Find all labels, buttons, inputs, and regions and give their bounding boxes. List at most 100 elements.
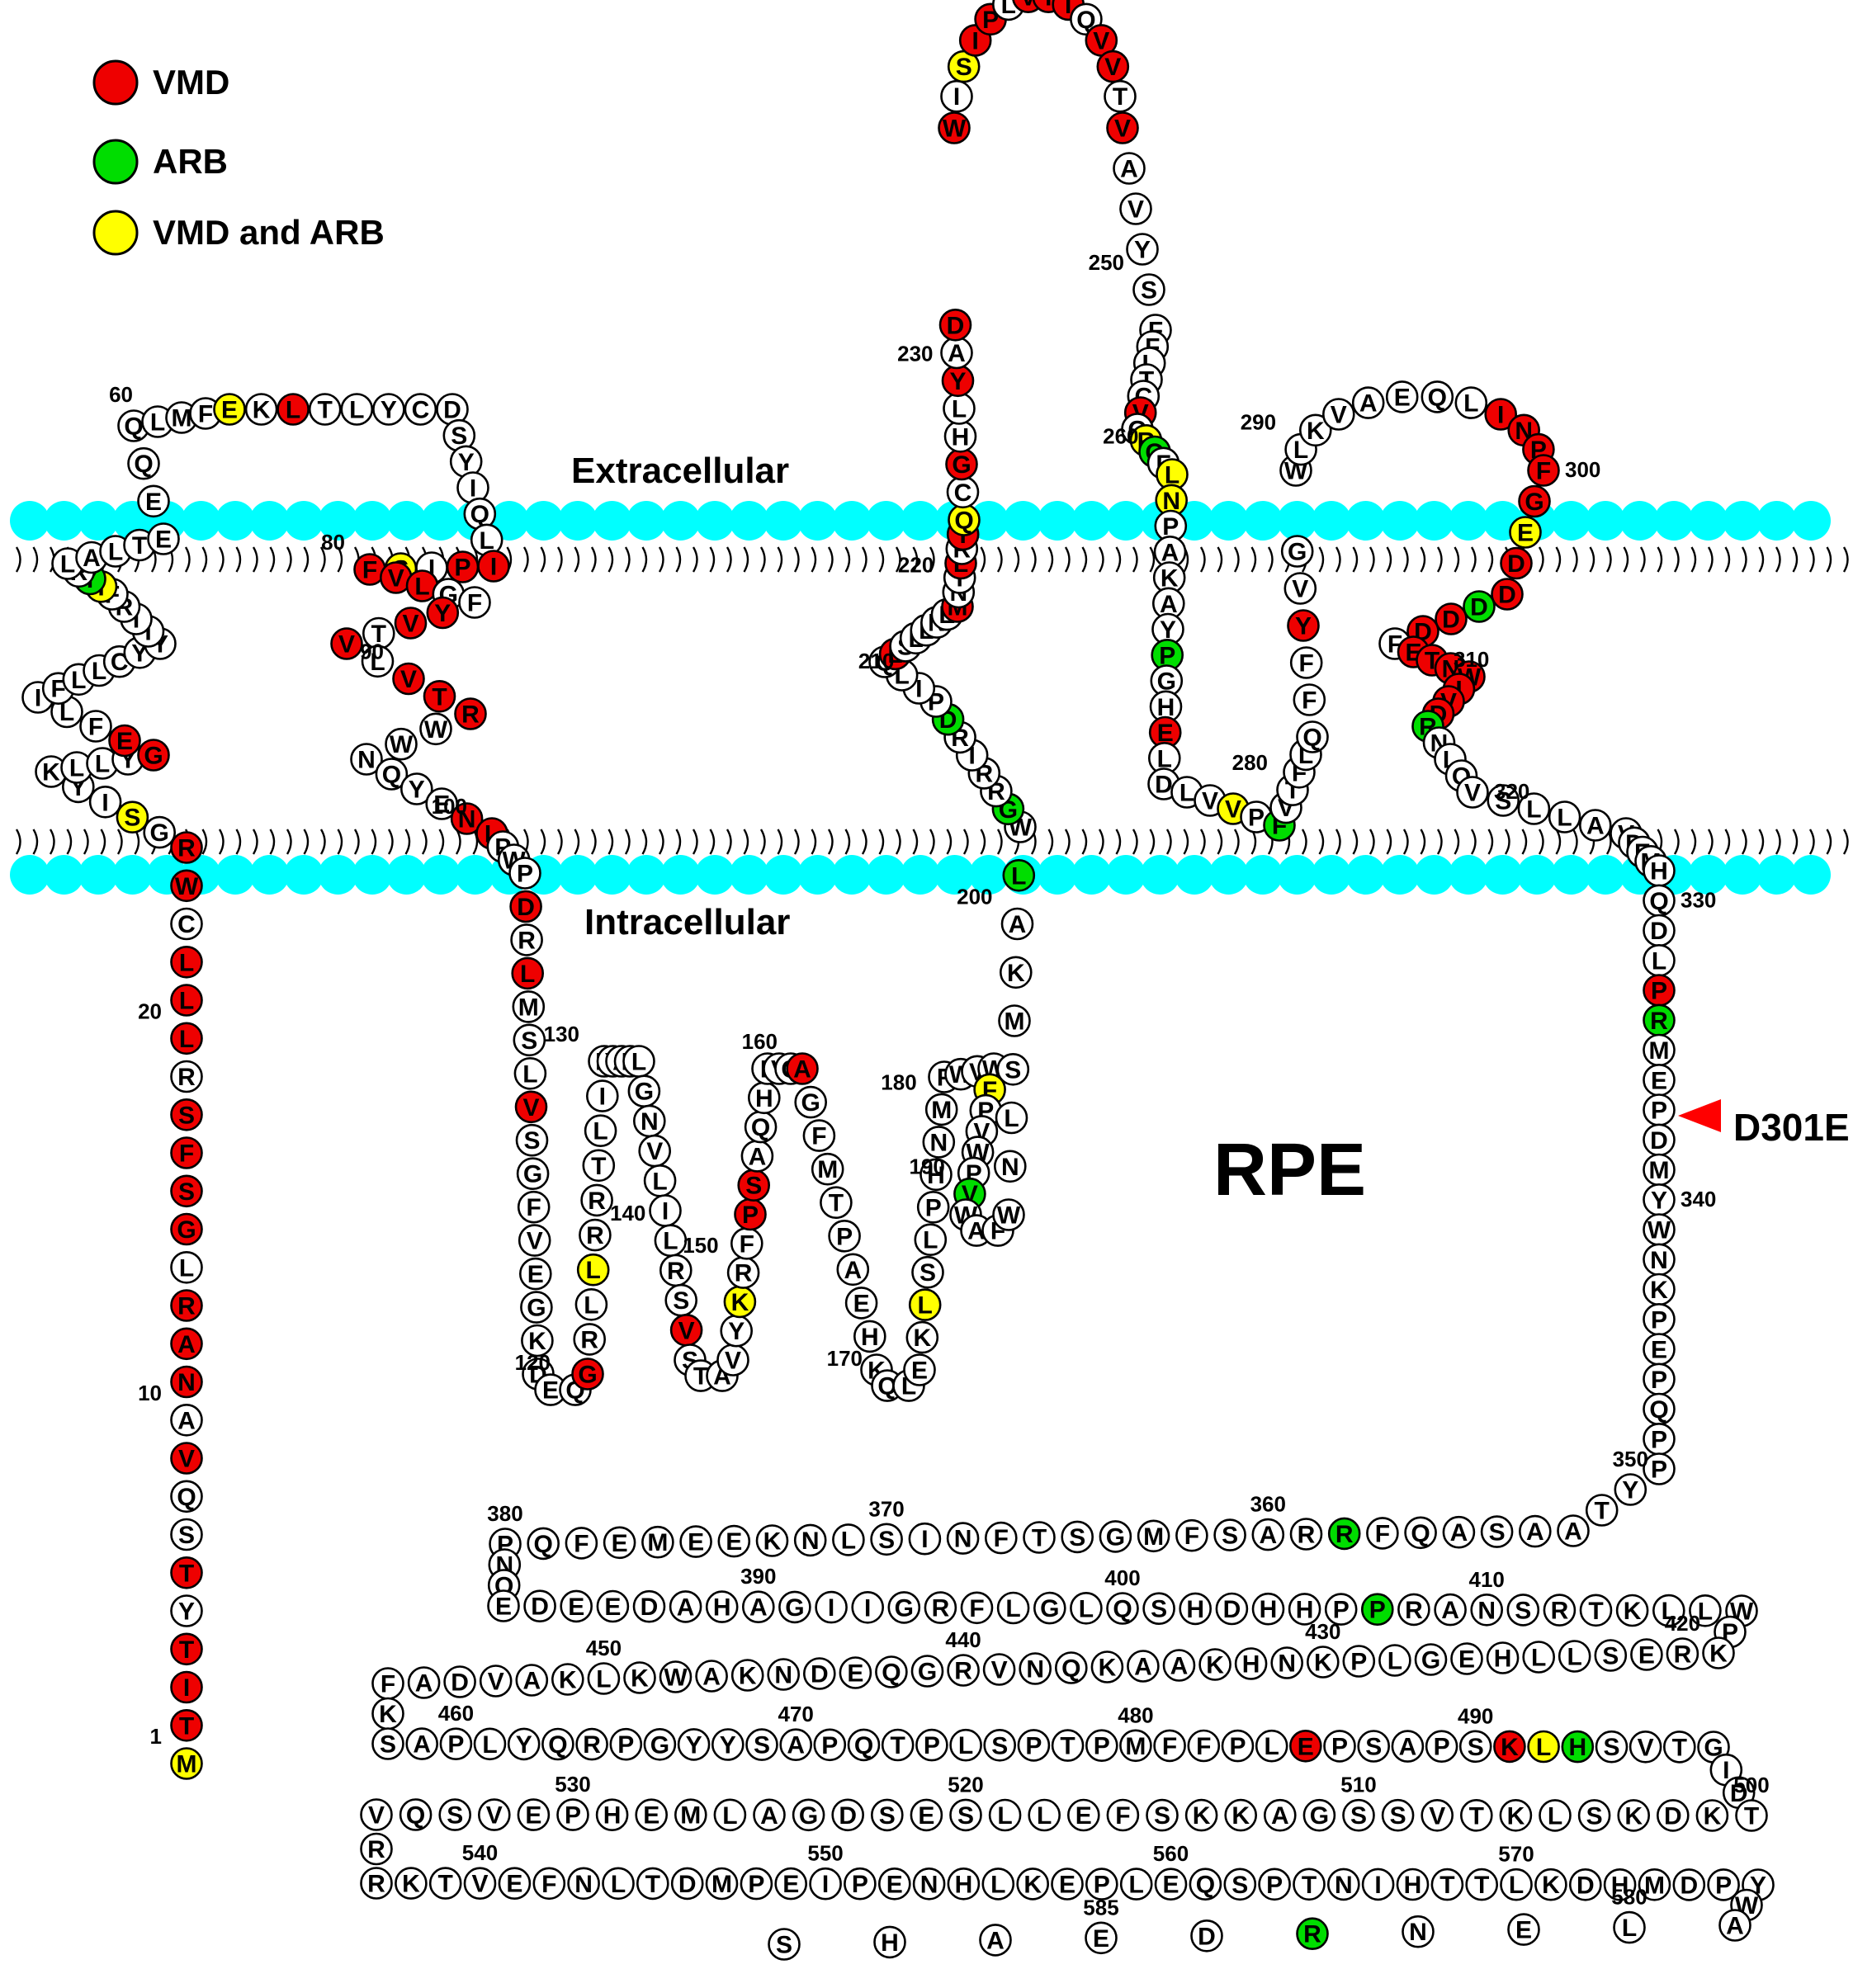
- residue: I: [908, 1522, 942, 1556]
- residue-number: 220: [898, 553, 934, 578]
- residue: M: [512, 990, 546, 1023]
- residue-letter: L: [1037, 1802, 1052, 1830]
- residue: V: [392, 662, 425, 696]
- residue: G: [627, 1074, 661, 1107]
- residue-letter: K: [253, 397, 271, 424]
- residue-circle: [1470, 1594, 1503, 1627]
- residue: K: [1090, 1650, 1124, 1683]
- lipid-tail: [607, 829, 614, 855]
- residue-circle: [137, 484, 170, 518]
- residue-letter: M: [1649, 1037, 1670, 1065]
- residue-number: 380: [487, 1501, 522, 1526]
- residue-number: 230: [897, 341, 933, 366]
- residue: V: [360, 1798, 393, 1831]
- residue-circle: [1519, 1514, 1552, 1548]
- residue: S: [768, 1928, 801, 1961]
- residue: I: [940, 79, 973, 113]
- residue-number: 560: [1153, 1841, 1189, 1866]
- residue-number: 210: [858, 649, 894, 673]
- lipid-tail: [252, 546, 258, 573]
- residue-letter: A: [1726, 1913, 1744, 1940]
- lipid-tail: [1115, 546, 1122, 573]
- residue-circle: [873, 1925, 906, 1959]
- residue-number: 400: [1104, 1565, 1140, 1590]
- residue-letter: F: [1184, 1523, 1199, 1550]
- residue-circle: [802, 1119, 836, 1152]
- residue-letter: P: [454, 555, 470, 582]
- residue-circle: [1184, 1798, 1218, 1832]
- residue: A: [1442, 1515, 1476, 1549]
- residue-letter: A: [1586, 813, 1605, 840]
- residue-circle: [914, 1223, 948, 1256]
- lipid-tail: [1199, 829, 1206, 855]
- residue: W: [992, 1198, 1025, 1231]
- residue-circle: [1491, 578, 1524, 611]
- residue-number: 530: [555, 1772, 590, 1797]
- lipid-tail: [1792, 829, 1799, 855]
- lipid-head: [1345, 855, 1386, 895]
- residue-circle: [514, 1090, 548, 1124]
- residue-letter: Q: [1061, 1655, 1080, 1683]
- residue: D: [509, 890, 542, 923]
- residue-letter: A: [1160, 591, 1178, 618]
- residue-circle: [1499, 1799, 1533, 1832]
- residue-letter: M: [177, 1751, 197, 1778]
- residue: A: [1519, 1514, 1552, 1548]
- residue: K: [1493, 1730, 1526, 1764]
- residue-letter: A: [677, 1594, 695, 1621]
- residue: T: [170, 1632, 203, 1666]
- lipid-head: [249, 855, 290, 895]
- residue: E: [774, 1867, 808, 1901]
- extracellular-label: Extracellular: [571, 451, 789, 491]
- residue-circle: [1323, 1730, 1356, 1763]
- lipid-tail: [1233, 829, 1240, 855]
- residue-letter: H: [1568, 1734, 1586, 1761]
- residue-letter: T: [891, 1732, 905, 1759]
- residue-circle: [361, 645, 395, 678]
- residue-number: 330: [1681, 887, 1716, 912]
- residue-circle: [585, 1079, 619, 1112]
- residue: S: [947, 50, 981, 83]
- residue-circle: [1288, 1593, 1321, 1626]
- residue-circle: [903, 1353, 936, 1386]
- residue-circle: [143, 815, 176, 849]
- lipid-tail: [624, 546, 631, 573]
- residue-circle: [740, 1867, 773, 1901]
- residue-circle: [350, 743, 383, 776]
- lipid-head: [455, 855, 495, 895]
- residue-circle: [1613, 1910, 1646, 1944]
- residue: P: [734, 1197, 767, 1231]
- residue-letter: Q: [882, 1660, 901, 1687]
- residue-circle: [1643, 1452, 1676, 1485]
- residue-letter: L: [722, 1802, 737, 1830]
- residue: Y: [507, 1727, 541, 1761]
- residue-letter: S: [754, 1732, 770, 1759]
- lipid-head: [421, 855, 461, 895]
- residue-circle: [741, 1590, 775, 1623]
- residue: L: [170, 1022, 203, 1055]
- residue-letter: T: [1588, 1598, 1603, 1625]
- residue-circle: [1213, 1518, 1246, 1551]
- residue: W: [419, 712, 452, 746]
- residue: G: [887, 1591, 921, 1624]
- residue-letter: S: [1602, 1643, 1619, 1670]
- residue-circle: [1456, 776, 1489, 809]
- residue-letter: S: [991, 1732, 1008, 1759]
- residue-circle: [1500, 546, 1533, 580]
- residue-letter: T: [132, 532, 147, 560]
- residue: S: [371, 1727, 404, 1760]
- residue: Q: [875, 1655, 908, 1688]
- residue: T: [170, 1556, 203, 1589]
- residue-circle: [995, 1101, 1028, 1135]
- residue-letter: L: [1622, 1915, 1637, 1942]
- residue: A: [940, 336, 973, 370]
- residue-circle: [711, 1728, 745, 1761]
- residue-circle: [1255, 1729, 1288, 1763]
- residue-circle: [584, 1114, 617, 1147]
- residue-letter: L: [179, 1254, 194, 1282]
- residue-circle: [878, 1868, 911, 1901]
- residue-circle: [844, 1287, 878, 1320]
- lipid-head: [969, 855, 1009, 895]
- residue-letter: Y: [1622, 1477, 1638, 1504]
- residue-circle: [423, 679, 456, 713]
